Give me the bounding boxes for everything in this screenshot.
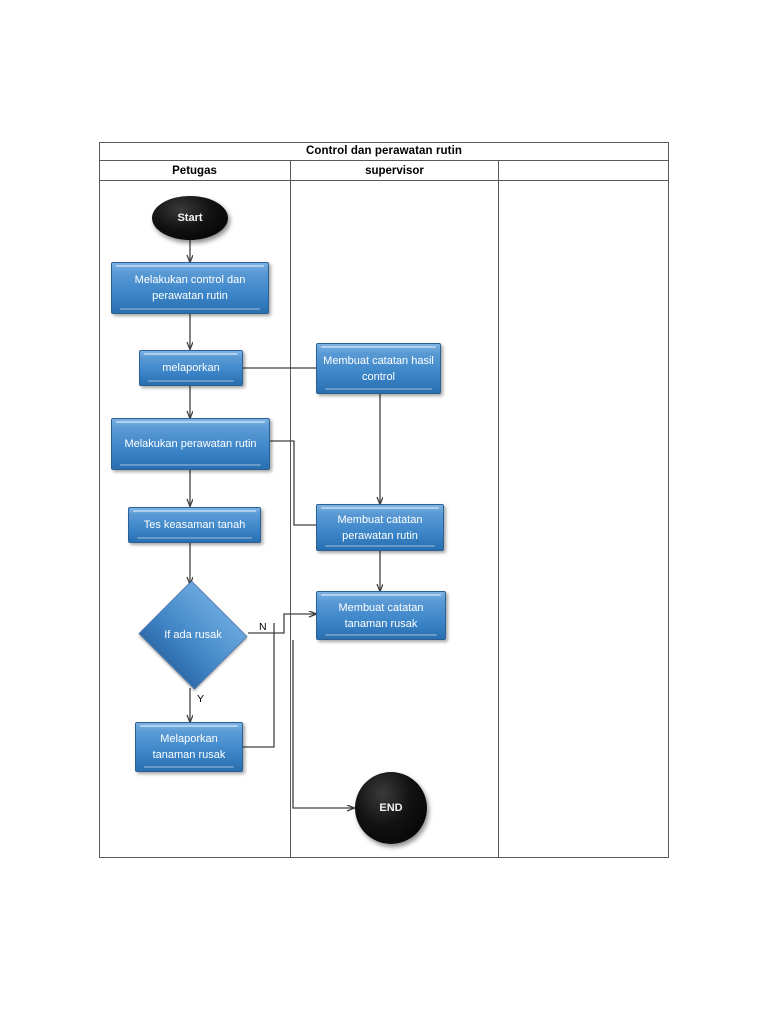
node-decision-if-ada-rusak[interactable]: If ada rusak	[137, 580, 249, 690]
node-start-label: Start	[177, 212, 203, 224]
node-membuat-catatan-perawatan-rutin[interactable]: Membuat catatan perawatan rutin	[316, 504, 444, 551]
lane-header-supervisor-label: supervisor	[365, 164, 424, 177]
node-melakukan-control[interactable]: Melakukan control dan perawatan rutin	[111, 262, 269, 314]
node-end[interactable]: END	[355, 772, 427, 844]
node-melakukan-control-label: Melakukan control dan perawatan rutin	[134, 274, 246, 302]
node-melakukan-perawatan-rutin-label: Melakukan perawatan rutin	[124, 438, 257, 450]
edge-label-yes: Y	[197, 693, 205, 705]
node-start[interactable]: Start	[152, 196, 228, 240]
lane-header-petugas-label: Petugas	[172, 164, 217, 177]
node-tes-keasaman-tanah-label: Tes keasaman tanah	[143, 519, 246, 531]
node-membuat-catatan-tanaman-rusak-label: Membuat catatan tanaman rusak	[338, 601, 424, 630]
node-melaporkan-label: melaporkan	[162, 362, 220, 374]
lane-header-empty	[498, 161, 669, 181]
node-membuat-catatan-tanaman-rusak[interactable]: Membuat catatan tanaman rusak	[316, 591, 446, 640]
edge-label-no: N	[259, 621, 267, 633]
node-membuat-catatan-perawatan-rutin-label: Membuat catatan perawatan rutin	[337, 513, 423, 542]
node-decision-if-ada-rusak-label: If ada rusak	[164, 628, 222, 641]
lane-divider-1	[290, 161, 291, 858]
lane-header-supervisor: supervisor	[290, 161, 498, 181]
node-melaporkan[interactable]: melaporkan	[139, 350, 243, 386]
node-melakukan-perawatan-rutin[interactable]: Melakukan perawatan rutin	[111, 418, 270, 470]
node-melaporkan-tanaman-rusak[interactable]: Melaporkan tanaman rusak	[135, 722, 243, 772]
diagram-title: Control dan perawatan rutin	[305, 145, 463, 157]
lane-divider-2	[498, 161, 499, 858]
node-membuat-catatan-hasil-control-label: Membuat catatan hasil control	[323, 354, 434, 383]
diagram-title-row: Control dan perawatan rutin	[99, 142, 669, 161]
lane-header-petugas: Petugas	[99, 161, 290, 181]
node-membuat-catatan-hasil-control[interactable]: Membuat catatan hasil control	[316, 343, 441, 394]
node-end-label: END	[379, 802, 403, 814]
node-melaporkan-tanaman-rusak-label: Melaporkan tanaman rusak	[152, 733, 226, 761]
node-tes-keasaman-tanah[interactable]: Tes keasaman tanah	[128, 507, 261, 543]
